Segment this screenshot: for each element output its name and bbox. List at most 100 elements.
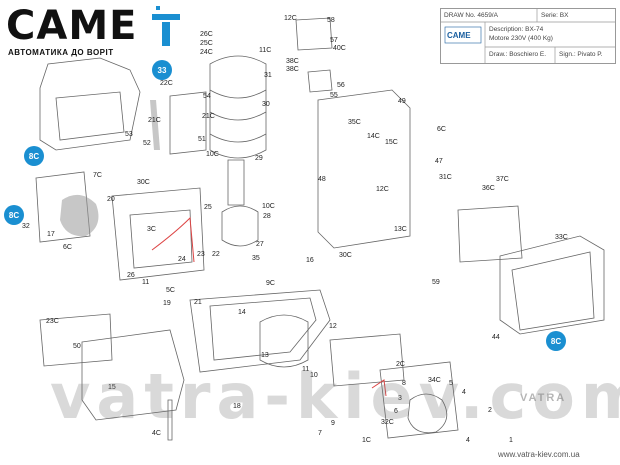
description: Description: BX-74 (489, 26, 544, 33)
draw-number: DRAW No. 4659/A (444, 12, 498, 19)
part-label: 9 (331, 420, 335, 427)
part-label: 51 (198, 136, 206, 143)
title-block-logo: CAME (447, 31, 471, 40)
part-label: 22C (160, 80, 173, 87)
title-block-grid (441, 9, 615, 63)
side-bracket (35, 171, 91, 243)
left-plate (39, 313, 113, 367)
part-label: 34C (428, 377, 441, 384)
capacitor (307, 69, 333, 93)
part-label: 26C (200, 31, 213, 38)
part-label: 4 (462, 389, 466, 396)
part-label: 35 (252, 255, 260, 262)
part-label: 38C (286, 58, 299, 65)
release-mechanism (379, 361, 459, 439)
part-label: 30C (137, 179, 150, 186)
part-label: 6C (437, 126, 446, 133)
part-label: 52 (143, 140, 151, 147)
part-label: 2C (396, 361, 405, 368)
part-label: 9C (266, 280, 275, 287)
part-label: 13C (394, 226, 407, 233)
base-plate (189, 289, 331, 373)
part-label: 14 (238, 309, 246, 316)
logo-subtitle: АВТОМАТИКА ДО ВОРІТ (8, 48, 114, 57)
part-label: 12C (376, 186, 389, 193)
part-label: 16 (306, 257, 314, 264)
part-label: 5 (449, 380, 453, 387)
part-label: 26 (127, 272, 135, 279)
part-label: 6C (63, 244, 72, 251)
motor-bracket (169, 91, 207, 155)
part-label: 1 (509, 437, 513, 444)
part-label: 5C (166, 287, 175, 294)
part-label: 17 (47, 231, 55, 238)
part-label: 21C (202, 113, 215, 120)
part-label: 30C (339, 252, 352, 259)
part-label: 38C (286, 66, 299, 73)
part-label: 32 (22, 223, 30, 230)
part-label: 40C (333, 45, 346, 52)
drawn-by: Draw.: Boschiero E. (489, 51, 547, 58)
part-label: 56 (337, 82, 345, 89)
part-label: 55 (330, 92, 338, 99)
part-label: 57 (330, 37, 338, 44)
signed-by: Sign.: Pivato P. (559, 51, 603, 58)
part-label: 21C (148, 117, 161, 124)
part-label: 37C (496, 176, 509, 183)
part-label: 29 (255, 155, 263, 162)
gear-housing (111, 187, 205, 281)
red-cable-left (151, 216, 195, 263)
part-label: 30 (262, 101, 270, 108)
part-label: 1C (362, 437, 371, 444)
part-label: 24C (200, 49, 213, 56)
part-label: 22 (212, 251, 220, 258)
part-label: 3C (147, 226, 156, 233)
title-block: DRAW No. 4659/A Serie: BX Description: B… (440, 8, 616, 64)
front-base (81, 329, 185, 421)
encoder-board (457, 205, 523, 263)
part-label: 4 (466, 437, 470, 444)
part-label: 11 (142, 279, 150, 286)
part-label: 24 (178, 256, 186, 263)
part-label: 49 (398, 98, 406, 105)
watermark-text: vatra-kiev.com (50, 360, 620, 433)
part-label: 31 (264, 72, 272, 79)
shaft (227, 159, 245, 206)
cover-left (39, 57, 141, 151)
part-label: 12C (284, 15, 297, 22)
right-cover (499, 235, 605, 335)
watermark-url: www.vatra-kiev.com.ua (498, 450, 580, 459)
came-logo: CAME АВТОМАТИКА ДО ВОРІТ (6, 4, 196, 58)
part-label: 10 (310, 372, 318, 379)
callout-8c-lower: 8C (4, 205, 24, 225)
part-label: 7 (318, 430, 322, 437)
part-label: 12 (329, 323, 337, 330)
part-label: 54 (203, 93, 211, 100)
limit-assembly (329, 333, 405, 387)
part-label: 3 (398, 395, 402, 402)
part-label: 23C (46, 318, 59, 325)
part-label: 15C (385, 139, 398, 146)
part-label: 58 (327, 17, 335, 24)
motor-spec: Motore 230V (400 Kg) (489, 35, 553, 42)
logo-brand: CAME (6, 3, 138, 49)
part-label: 19 (163, 300, 171, 307)
serie: Serie: BX (541, 12, 569, 19)
bolt (167, 399, 173, 441)
part-label: 36C (482, 185, 495, 192)
part-label: 11 (302, 366, 310, 373)
part-label: 2 (488, 407, 492, 414)
part-label: 50 (73, 343, 81, 350)
part-label: 8 (402, 380, 406, 387)
came-logo-mark (152, 6, 180, 46)
part-label: 21 (194, 299, 202, 306)
part-label: 32C (381, 419, 394, 426)
part-label: 4C (152, 430, 161, 437)
part-label: 11C (259, 47, 272, 54)
control-panel (317, 89, 411, 249)
part-label: 31C (439, 174, 452, 181)
watermark-brand: VATRA (520, 392, 567, 404)
part-label: 10C (206, 151, 219, 158)
